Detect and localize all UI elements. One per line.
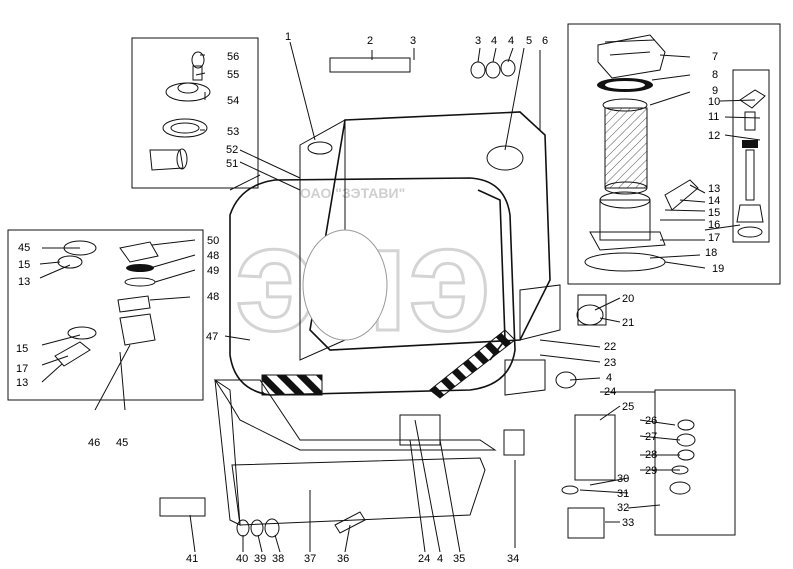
callout-46: 46	[88, 437, 100, 449]
callout-17: 17	[16, 363, 28, 375]
callout-24: 24	[604, 386, 616, 398]
callout-12: 12	[708, 130, 720, 142]
callout-14: 14	[708, 195, 720, 207]
callout-8: 8	[712, 69, 718, 81]
callout-26: 26	[645, 415, 657, 427]
callout-28: 28	[645, 449, 657, 461]
tank-bracket	[214, 284, 561, 526]
callout-29: 29	[645, 465, 657, 477]
callouts: 1 2 3 3 4 4 5 6 7 8 9 10 11 12 13 14 15 …	[16, 31, 724, 565]
inset-sensor-assembly	[7, 229, 204, 401]
callout-15: 15	[708, 207, 720, 219]
callout-19: 19	[712, 263, 724, 275]
callout-35: 35	[453, 553, 465, 565]
callout-4: 4	[606, 372, 612, 384]
callout-22: 22	[604, 341, 616, 353]
callout-32: 32	[617, 502, 629, 514]
callout-38: 38	[272, 553, 284, 565]
watermark-company: ОАО "ЗЭТАВИ"	[300, 185, 405, 201]
callout-5: 5	[526, 35, 532, 47]
callout-36: 36	[337, 553, 349, 565]
callout-50: 50	[207, 235, 219, 247]
callout-23: 23	[604, 357, 616, 369]
callout-41: 41	[186, 553, 198, 565]
callout-10: 10	[708, 96, 720, 108]
callout-48: 48	[207, 291, 219, 303]
callout-31: 31	[617, 488, 629, 500]
callout-16: 16	[708, 219, 720, 231]
callout-15: 15	[18, 259, 30, 271]
callout-51: 51	[226, 158, 238, 170]
callout-45: 45	[18, 242, 30, 254]
callout-6: 6	[542, 35, 548, 47]
inset-filter-assembly	[567, 23, 781, 285]
callout-24: 24	[418, 553, 430, 565]
callout-56: 56	[227, 51, 239, 63]
callout-40: 40	[236, 553, 248, 565]
callout-3: 3	[410, 35, 416, 47]
callout-4: 4	[437, 553, 443, 565]
callout-13: 13	[708, 183, 720, 195]
callout-17: 17	[708, 232, 720, 244]
callout-37: 37	[304, 553, 316, 565]
callout-20: 20	[622, 293, 634, 305]
callout-21: 21	[622, 317, 634, 329]
callout-48: 48	[207, 250, 219, 262]
leader-lines	[39, 41, 761, 553]
callout-55: 55	[227, 69, 239, 81]
callout-13: 13	[16, 377, 28, 389]
callout-33: 33	[622, 517, 634, 529]
callout-30: 30	[617, 473, 629, 485]
callout-3: 3	[475, 35, 481, 47]
callout-18: 18	[705, 247, 717, 259]
callout-39: 39	[254, 553, 266, 565]
callout-15: 15	[16, 343, 28, 355]
callout-2: 2	[367, 35, 373, 47]
callout-54: 54	[227, 95, 239, 107]
callout-25: 25	[622, 401, 634, 413]
callout-34: 34	[507, 553, 519, 565]
callout-7: 7	[712, 51, 718, 63]
callout-1: 1	[285, 31, 291, 43]
callout-4: 4	[508, 35, 514, 47]
callout-13: 13	[18, 276, 30, 288]
callout-52: 52	[226, 144, 238, 156]
callout-11: 11	[708, 111, 719, 123]
inset-cap-assembly	[131, 37, 259, 189]
callout-27: 27	[645, 431, 657, 443]
callout-49: 49	[207, 265, 219, 277]
callout-53: 53	[227, 126, 239, 138]
callout-9: 9	[712, 85, 718, 97]
callout-47: 47	[206, 331, 218, 343]
fuel-tank	[229, 111, 551, 399]
callout-45: 45	[116, 437, 128, 449]
callout-4: 4	[491, 35, 497, 47]
